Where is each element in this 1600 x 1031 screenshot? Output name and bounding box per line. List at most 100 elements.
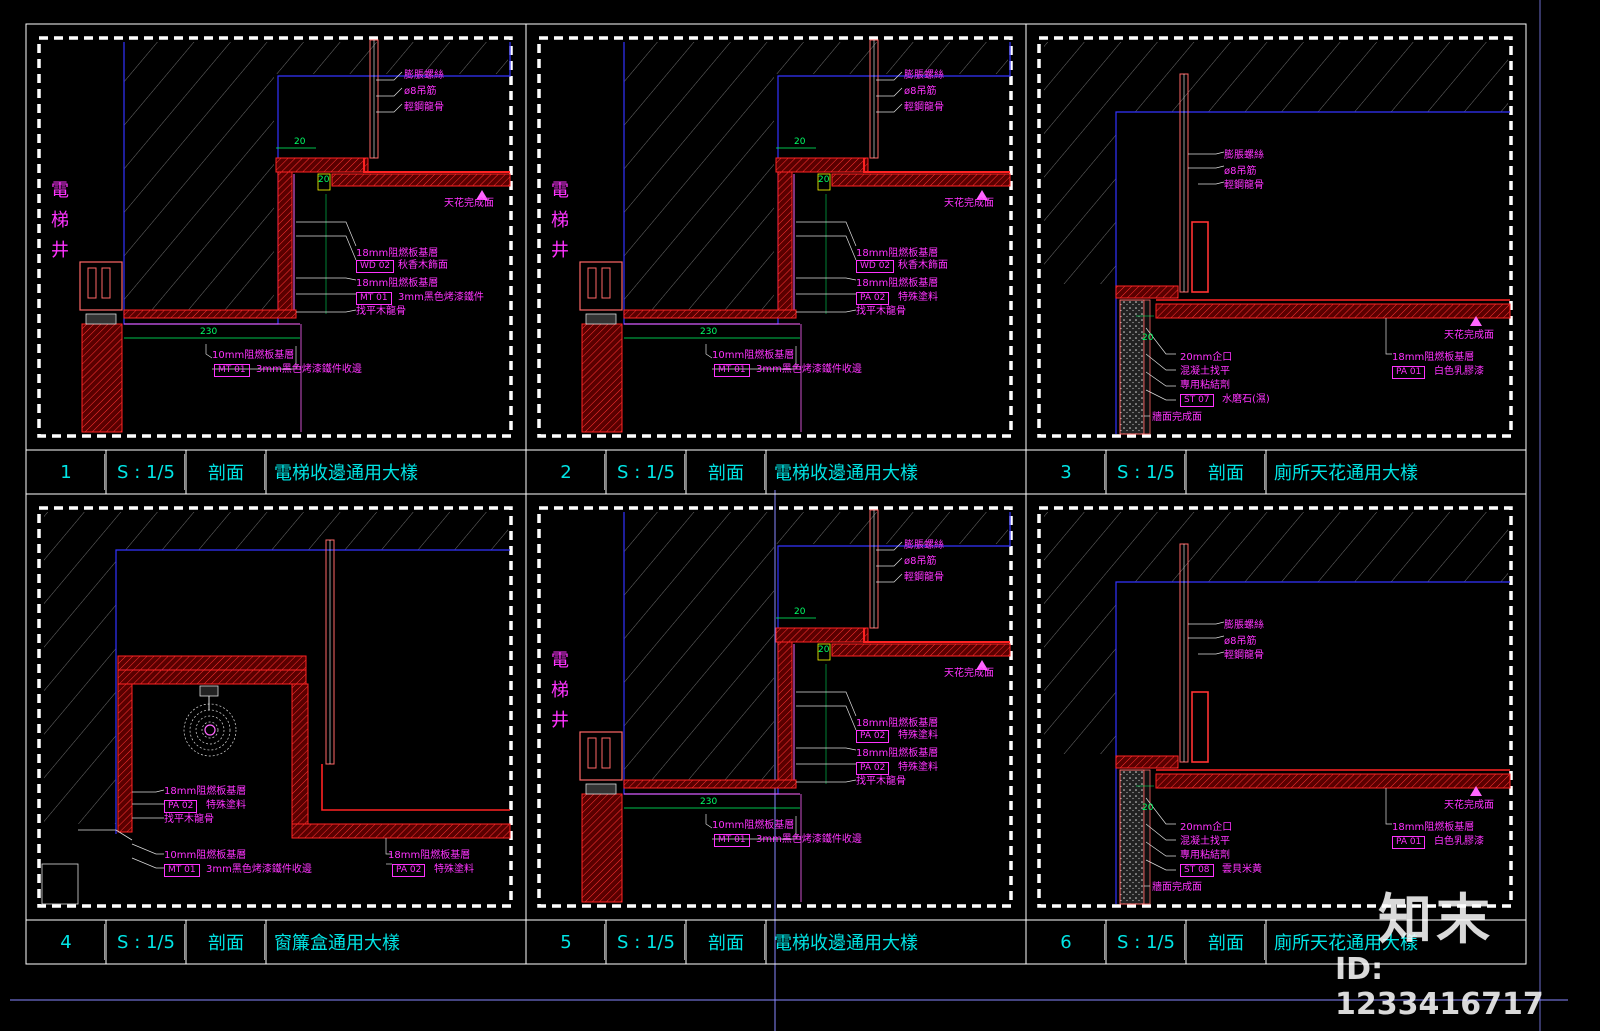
steel-keel xyxy=(1191,221,1209,293)
detail-title: 廁所天花通用大樣 xyxy=(1274,933,1418,954)
ceiling-finish-board xyxy=(331,173,511,187)
leader-line xyxy=(205,344,213,359)
leader-line xyxy=(876,103,903,113)
callout-label: 專用粘結劑 xyxy=(1180,850,1230,861)
ceiling-finish-board xyxy=(831,643,1011,657)
title-bar xyxy=(1025,449,1527,495)
material-code: MT 01 xyxy=(164,864,200,877)
rail-bracket xyxy=(585,783,617,795)
shaft-char: 井 xyxy=(551,240,569,261)
material-code: MT 01 xyxy=(356,292,392,305)
leader-line xyxy=(376,103,403,113)
callout-label: 特殊塗料 xyxy=(206,800,246,811)
leader-line xyxy=(705,814,713,829)
shaft-char: 梯 xyxy=(51,210,69,231)
callout-label: 輕鋼龍骨 xyxy=(1224,180,1264,191)
adhesive-layer xyxy=(1143,769,1151,905)
callout-label: 10mm阻燃板基層 xyxy=(712,820,795,831)
callout-label: 10mm阻燃板基層 xyxy=(712,350,795,361)
leader-line xyxy=(876,541,903,551)
elevator-door-rail xyxy=(79,261,123,311)
ceiling-base-board xyxy=(275,157,369,173)
material-code: WD 02 xyxy=(356,260,395,273)
callout-label: 膨脹螺絲 xyxy=(904,70,944,81)
callout-label: 18mm阻燃板基層 xyxy=(1392,822,1475,833)
ceiling-base-board xyxy=(775,627,869,643)
door-head-board xyxy=(623,779,797,789)
callout-label: ø8吊筋 xyxy=(404,86,437,97)
structure-outline xyxy=(115,549,510,834)
leader-line xyxy=(876,557,903,567)
callout-label: 牆面完成面 xyxy=(1152,412,1202,423)
callout-label: 牆面完成面 xyxy=(1152,882,1202,893)
callout-label: 秋香木飾面 xyxy=(898,260,948,271)
rail-roller xyxy=(601,737,611,769)
callout-label: 特殊塗料 xyxy=(898,762,938,773)
rail-roller xyxy=(587,737,597,769)
detail-number: 5 xyxy=(560,931,572,953)
detail-kind: 剖面 xyxy=(208,933,244,954)
leader-line xyxy=(1145,797,1176,825)
leader-line xyxy=(1198,651,1225,655)
leader-line xyxy=(876,71,903,81)
elevator-door-frame xyxy=(81,323,123,433)
dimension-box xyxy=(817,643,831,661)
door-head-board xyxy=(623,309,797,319)
callout-label: 20mm企口 xyxy=(1180,822,1233,833)
leader-line xyxy=(1145,823,1176,841)
leader-line xyxy=(1198,181,1225,185)
dimension-value: 20 xyxy=(794,607,806,617)
leader-line xyxy=(796,691,857,717)
shaft-char: 電 xyxy=(551,650,569,671)
callout-label: 膨脹螺絲 xyxy=(904,540,944,551)
rail-bracket xyxy=(85,313,117,325)
callout-label: 輕鋼龍骨 xyxy=(1224,650,1264,661)
elevator-door-rail xyxy=(579,731,623,781)
leader-line xyxy=(796,235,857,261)
dimension-value: 20 xyxy=(294,137,306,147)
ceiling-finish-marker xyxy=(1470,786,1482,796)
material-code: ST 07 xyxy=(1180,394,1214,407)
callout-label: 特殊塗料 xyxy=(898,730,938,741)
concrete-structure xyxy=(124,42,508,312)
rail-roller xyxy=(87,267,97,299)
detail-title: 電梯收邊通用大樣 xyxy=(274,463,418,484)
callout-label: 天花完成面 xyxy=(944,668,994,679)
detail-panel-6 xyxy=(1025,506,1527,965)
leader-line xyxy=(376,71,403,81)
callout-label: 3mm黑色烤漆鐵件 xyxy=(398,292,484,303)
dimension-value: 20 xyxy=(1142,333,1154,343)
leader-line xyxy=(1145,327,1176,355)
detail-kind: 剖面 xyxy=(208,463,244,484)
leader-line xyxy=(876,87,903,97)
leader-line xyxy=(796,221,857,247)
material-code: MT 01 xyxy=(214,364,250,377)
detail-scale: S : 1/5 xyxy=(617,461,675,483)
concrete-structure xyxy=(624,42,1008,312)
leader-line xyxy=(1145,859,1176,871)
detail-title: 窗簾盒通用大樣 xyxy=(274,933,400,954)
callout-label: 3mm黑色烤漆鐵件收邊 xyxy=(756,364,862,375)
material-code: MT 01 xyxy=(714,364,750,377)
dimension-value: 20 xyxy=(318,175,330,185)
concrete-structure xyxy=(1044,512,1508,754)
callout-label: 輕鋼龍骨 xyxy=(904,572,944,583)
leader-line xyxy=(796,309,857,313)
leader-line xyxy=(296,235,357,261)
dimension-box xyxy=(317,173,331,191)
elevator-door-frame xyxy=(581,323,623,433)
elevator-door-frame xyxy=(581,793,623,903)
callout-label: 18mm阻燃板基層 xyxy=(356,278,439,289)
leader-line xyxy=(1385,318,1392,355)
callout-label: 特殊塗料 xyxy=(898,292,938,303)
callout-label: 18mm阻燃板基層 xyxy=(1392,352,1475,363)
detail-number: 1 xyxy=(60,461,72,483)
detail-scale: S : 1/5 xyxy=(617,931,675,953)
material-code: PA 02 xyxy=(392,864,426,877)
callout-label: 10mm阻燃板基層 xyxy=(212,350,295,361)
curtain-roll xyxy=(189,709,231,751)
elevator-shaft-label: 電梯井 xyxy=(548,646,572,736)
detail-title: 廁所天花通用大樣 xyxy=(1274,463,1418,484)
steel-keel xyxy=(321,764,510,811)
material-code: PA 02 xyxy=(164,800,198,813)
